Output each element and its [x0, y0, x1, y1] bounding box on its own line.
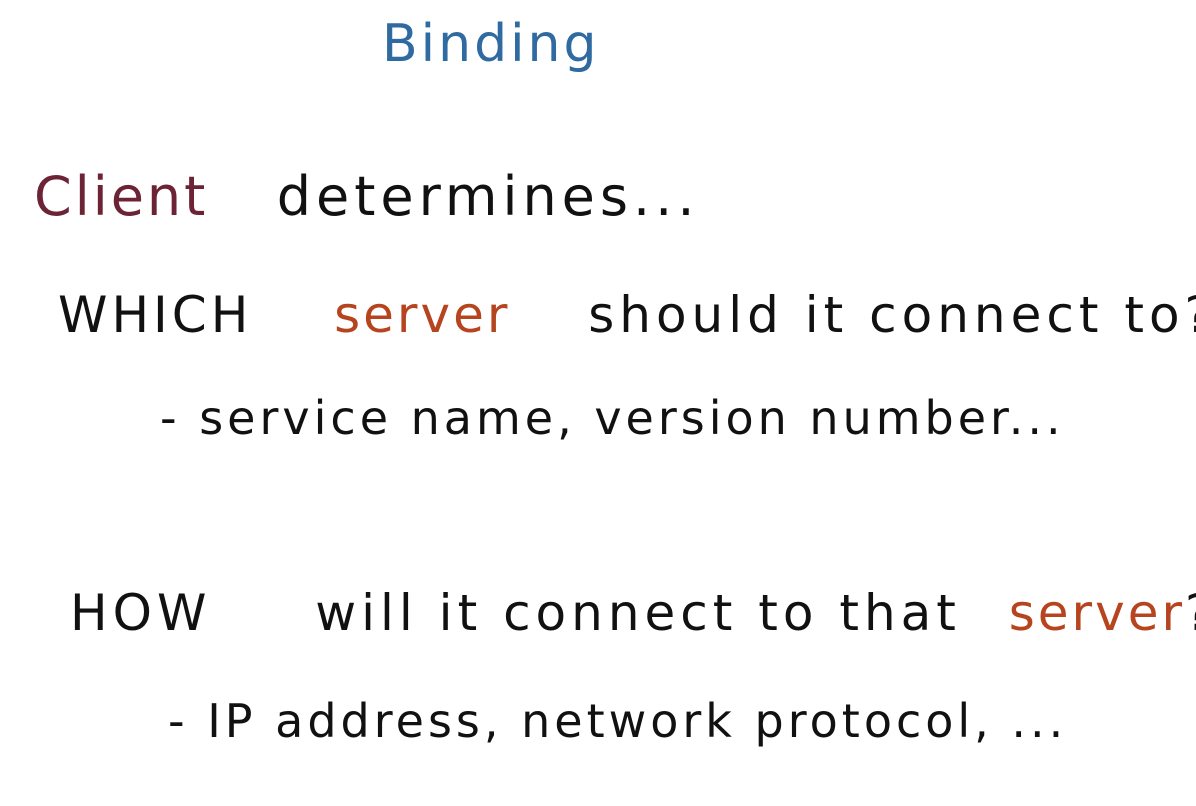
slide-title: Binding	[382, 14, 600, 74]
how-detail-line: - IP address, network protocol, ...	[168, 694, 1068, 748]
which-question-line: WHICH server should it connect to?	[58, 290, 1196, 340]
how-word: HOW	[70, 584, 212, 642]
how-question-line: HOW will it connect to that server?	[70, 588, 1196, 638]
which-detail-line: - service name, version number...	[160, 391, 1065, 445]
how-question-middle: will it connect to that	[315, 584, 961, 642]
server-word: server	[334, 286, 511, 344]
server-word-2: server	[1008, 584, 1186, 642]
determines-text: determines...	[276, 165, 700, 228]
client-word: Client	[34, 165, 209, 228]
which-question-rest: should it connect to?	[588, 286, 1196, 344]
which-word: WHICH	[58, 286, 253, 344]
question-mark: ?	[1185, 584, 1196, 642]
intro-line: Client determines...	[34, 170, 700, 224]
